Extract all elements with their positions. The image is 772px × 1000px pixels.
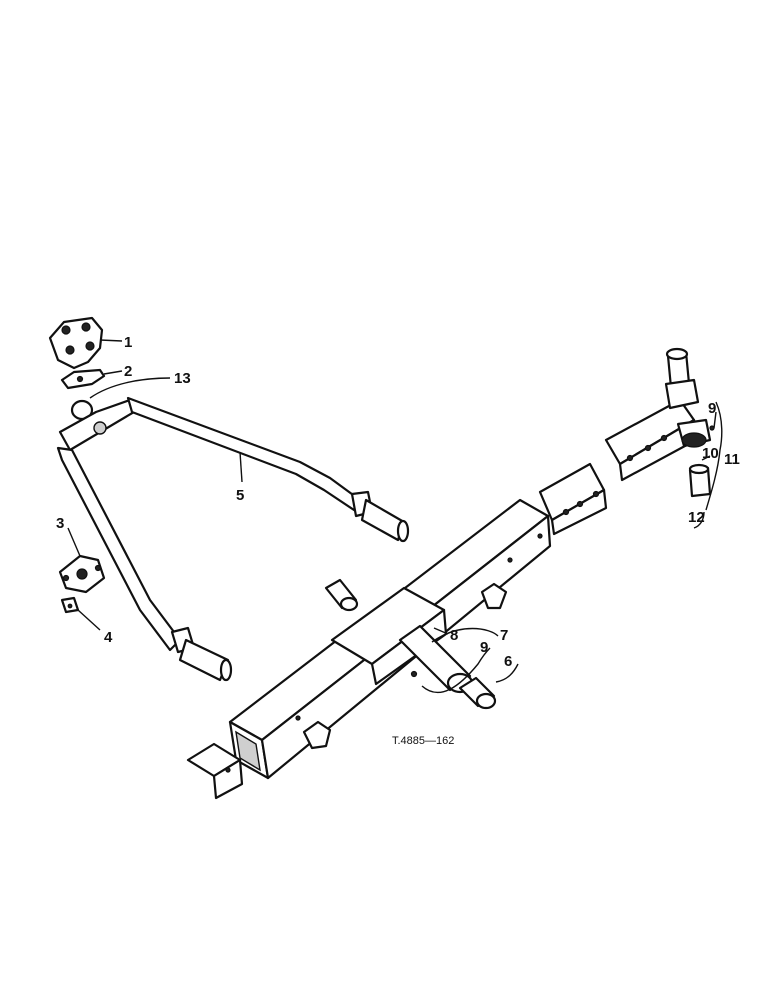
part-4-plate	[60, 596, 80, 614]
callout-11: 11	[724, 451, 740, 468]
leader-lines	[67, 339, 723, 693]
callout-6: 6	[504, 653, 512, 670]
main-tube	[186, 498, 552, 800]
callouts: 1 2 13 5 3 4 8 7 9 6 9 10 11 12	[56, 334, 740, 670]
reference-code: T.4885—162	[392, 735, 454, 747]
callout-7: 7	[500, 627, 508, 644]
callout-13: 13	[174, 370, 191, 387]
callout-10: 10	[702, 445, 719, 462]
callout-4: 4	[104, 629, 113, 646]
callout-9-upper: 9	[708, 400, 716, 417]
callout-3: 3	[56, 515, 64, 532]
callout-8: 8	[450, 627, 458, 644]
part-1-bracket	[48, 316, 104, 370]
part-6-pin	[324, 578, 497, 710]
callout-9-lower: 9	[480, 639, 488, 656]
callout-12: 12	[688, 509, 705, 526]
callout-5: 5	[236, 487, 244, 504]
part-5-radius-rod	[56, 396, 410, 682]
part-2-clip	[60, 368, 106, 390]
part-3-flange	[58, 554, 106, 594]
callout-2: 2	[124, 363, 132, 380]
callout-1: 1	[124, 334, 132, 351]
extension-tube	[538, 347, 715, 536]
